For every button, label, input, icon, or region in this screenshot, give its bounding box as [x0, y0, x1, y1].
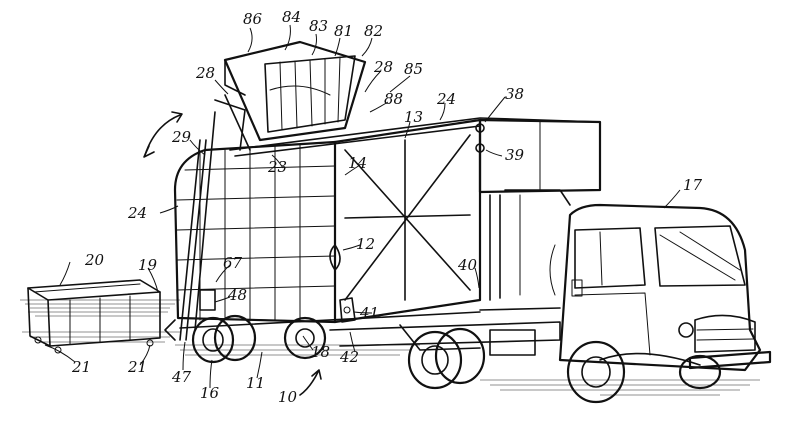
truck-cab [558, 203, 772, 372]
ref-86: 86 [243, 10, 263, 28]
middle-wheel [407, 327, 486, 390]
rear-wheel-left [191, 314, 257, 364]
wheels [191, 314, 722, 404]
ref-48: 48 [227, 286, 247, 304]
ref-40: 40 [457, 256, 478, 274]
ref-28-left: 28 [195, 64, 215, 82]
front-wheel [566, 340, 722, 404]
ref-21-left: 21 [71, 358, 91, 376]
ref-42: 42 [339, 348, 359, 366]
rear-wheel-right [283, 316, 327, 360]
refuse-container [27, 279, 161, 354]
ref-85: 85 [404, 60, 423, 78]
truck-body [173, 118, 482, 329]
ref-39: 39 [505, 146, 525, 164]
ref-67: 67 [223, 254, 243, 272]
lift-arms [164, 111, 216, 341]
ref-82: 82 [364, 22, 383, 40]
ref-14: 14 [348, 154, 367, 172]
ref-23: 23 [267, 158, 287, 176]
ref-10: 10 [278, 388, 298, 406]
ref-24-left: 24 [127, 204, 147, 222]
ref-17: 17 [683, 176, 703, 194]
reference-numerals: 86 84 83 81 82 28 28 85 88 24 13 38 39 2… [71, 8, 703, 406]
ref-28-right: 28 [373, 58, 393, 76]
ref-81: 81 [334, 22, 353, 40]
ref-83: 83 [309, 17, 328, 35]
arrow-10 [299, 369, 322, 396]
ref-21-right: 21 [127, 358, 147, 376]
ref-29: 29 [171, 128, 192, 146]
ref-41: 41 [359, 304, 379, 322]
ref-12: 12 [356, 235, 375, 253]
ref-84: 84 [282, 8, 301, 26]
motion-arrow [143, 111, 183, 158]
ref-18: 18 [311, 343, 330, 361]
mechanisms [199, 123, 556, 323]
ref-16: 16 [200, 384, 220, 402]
loading-hopper [214, 40, 367, 151]
ref-20: 20 [84, 251, 105, 269]
forward-compartment [478, 118, 602, 301]
ref-19: 19 [138, 256, 158, 274]
ref-11: 11 [246, 374, 265, 392]
ref-38: 38 [505, 85, 524, 103]
ref-47: 47 [171, 368, 192, 386]
ref-88: 88 [384, 90, 403, 108]
ref-13: 13 [404, 108, 423, 126]
ref-24-top: 24 [436, 90, 456, 108]
leader-lines [44, 24, 681, 389]
